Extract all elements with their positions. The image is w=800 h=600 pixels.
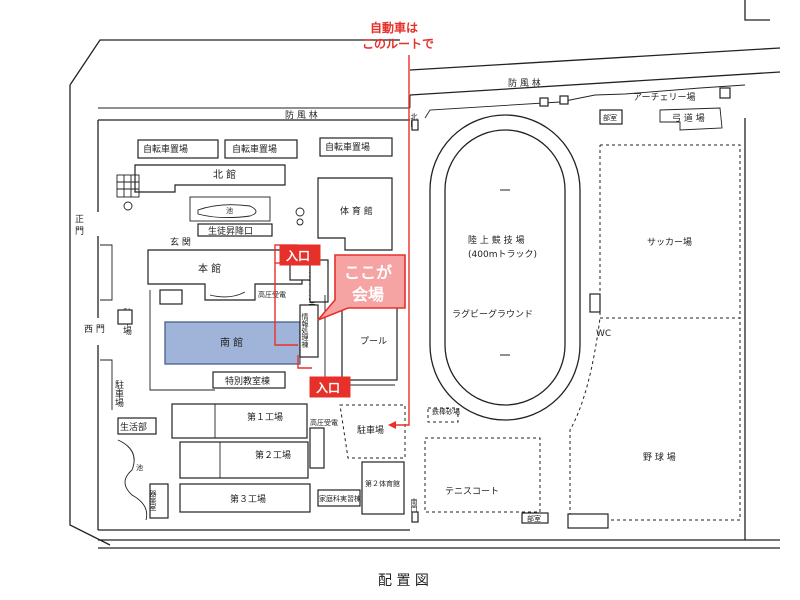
gym-label: 体 育 館 — [340, 205, 373, 217]
pond-2-label: 池 — [136, 463, 143, 472]
gate-grid — [116, 174, 305, 226]
factory-1 — [171, 403, 308, 439]
track-name-label: 陸 上 競 技 場 — [468, 234, 524, 246]
factory-3-label: 第３工場 — [230, 493, 266, 505]
bike-parking-2-label: 自転車置場 — [232, 143, 277, 155]
bike-parking-2 — [224, 139, 298, 159]
athletic-track: 陸 上 競 技 場 (400mトラック) ラグビーグラウンド — [429, 114, 581, 421]
windbreak-label-west: 防 風 林 — [285, 109, 318, 121]
factory-1-label: 第１工場 — [247, 411, 283, 423]
hv-substation-1-label: 高圧受電 — [258, 290, 286, 299]
club-room-small — [599, 109, 623, 125]
parking-label: 駐車場 — [357, 424, 384, 436]
main-gate-label: 正 門 — [73, 214, 84, 236]
fields: サッカー場 WC 野 球 場 鉄棒砂場 テニスコート 部室 — [424, 144, 741, 529]
venue-label-line2: 会場 — [352, 285, 384, 304]
front-entrance-label: 玄 関 — [170, 236, 191, 248]
factory-area: 特別教室棟 第１工場 高圧受電 第２工場 第３工場 家庭科実習棟 第２体育館 生… — [117, 371, 406, 521]
research-room — [117, 417, 157, 435]
north-area: 自転車置場 自転車置場 自転車置場 北 館 池 生徒昇降口 体 育 館 — [116, 137, 393, 251]
north-building-label: 北 館 — [213, 168, 236, 181]
main-building-label: 本 館 — [198, 262, 221, 275]
factory-2 — [179, 441, 309, 479]
drama-label: 器楽室 — [149, 490, 157, 511]
parking-area — [339, 404, 406, 459]
south-building-group: 南 館 情報処理棟 プール — [149, 290, 398, 391]
west-gate-label: 西 門 — [84, 324, 105, 335]
baseball-field — [569, 317, 741, 521]
bike-parking-1-label: 自転車置場 — [143, 143, 188, 155]
windbreak-strips: 防 風 林 防 風 林 — [98, 77, 541, 121]
entrance-2-badge — [309, 376, 351, 398]
entrance-2-label: 入口 — [316, 381, 340, 395]
bike-parking-sw-label: 駐車場 — [113, 379, 124, 408]
hv-substation-2-label: 高圧受電 — [310, 418, 338, 427]
bike-parking-3-label: 自転車置場 — [325, 141, 370, 153]
venue-label-line1: ここが — [344, 263, 392, 282]
car-note-line1: 自動車は — [370, 20, 418, 35]
rugby-label: ラグビーグラウンド — [452, 308, 533, 320]
gym-2 — [361, 461, 405, 515]
south-building-label: 南 館 — [220, 336, 243, 349]
venue-callouts: 入口 ここが 会場 入口 — [274, 244, 406, 398]
venue-bubble — [317, 254, 406, 321]
club-room-small-label: 部室 — [603, 113, 617, 122]
club-room-label: 部室 — [527, 514, 541, 523]
info-building-label: 情報処理棟 — [301, 312, 309, 349]
club-room — [521, 512, 549, 524]
home-econ-label: 家庭科実習棟 — [319, 494, 361, 503]
ns-gates: 北門 南門 — [410, 113, 419, 523]
tennis-label: テニスコート — [445, 486, 499, 497]
entrance-1-label: 入口 — [286, 249, 310, 263]
west-gates: 正 門 西 門 駐車場 駐車場 — [73, 214, 133, 410]
track-sub-label: (400mトラック) — [468, 249, 537, 260]
bars-label: 鉄棒砂場 — [432, 407, 460, 416]
student-entrance-label: 生徒昇降口 — [208, 225, 253, 237]
home-econ — [317, 489, 361, 507]
factory-3 — [179, 483, 311, 513]
pond-1-label: 池 — [226, 206, 233, 215]
factory-2-label: 第２工場 — [255, 449, 291, 461]
baseball-label: 野 球 場 — [643, 451, 676, 463]
kyudo-range-label: 弓 道 場 — [672, 112, 705, 124]
info-building — [299, 304, 319, 358]
north-building — [134, 164, 286, 193]
special-classroom-label: 特別教室棟 — [225, 375, 270, 387]
special-classroom — [212, 371, 286, 389]
gym — [317, 177, 393, 251]
site-boundary — [69, 0, 781, 549]
tennis-court — [424, 437, 541, 513]
gym-2-label: 第２体育館 — [365, 479, 400, 488]
pool-label: プール — [360, 336, 387, 347]
research-room-label: 生活部 — [120, 421, 147, 433]
soccer-label: サッカー場 — [647, 236, 692, 248]
east-strip: 部室 アーチェリー場 弓 道 場 — [424, 84, 746, 131]
bike-parking-1 — [137, 139, 219, 159]
car-route: 自動車は このルートで — [362, 20, 434, 429]
bike-parking-3 — [319, 137, 393, 157]
wc-label: WC — [596, 329, 611, 339]
entrance-1-badge — [279, 244, 321, 266]
student-entrance — [197, 223, 273, 237]
south-building — [164, 321, 301, 365]
south-gate-label: 南門 — [410, 497, 418, 513]
archery-range-label: アーチェリー場 — [633, 91, 695, 103]
map-title: 配 置 図 — [378, 573, 429, 589]
car-note-line2: このルートで — [362, 37, 434, 51]
soccer-field — [599, 144, 741, 319]
windbreak-label-east: 防 風 林 — [508, 77, 541, 89]
